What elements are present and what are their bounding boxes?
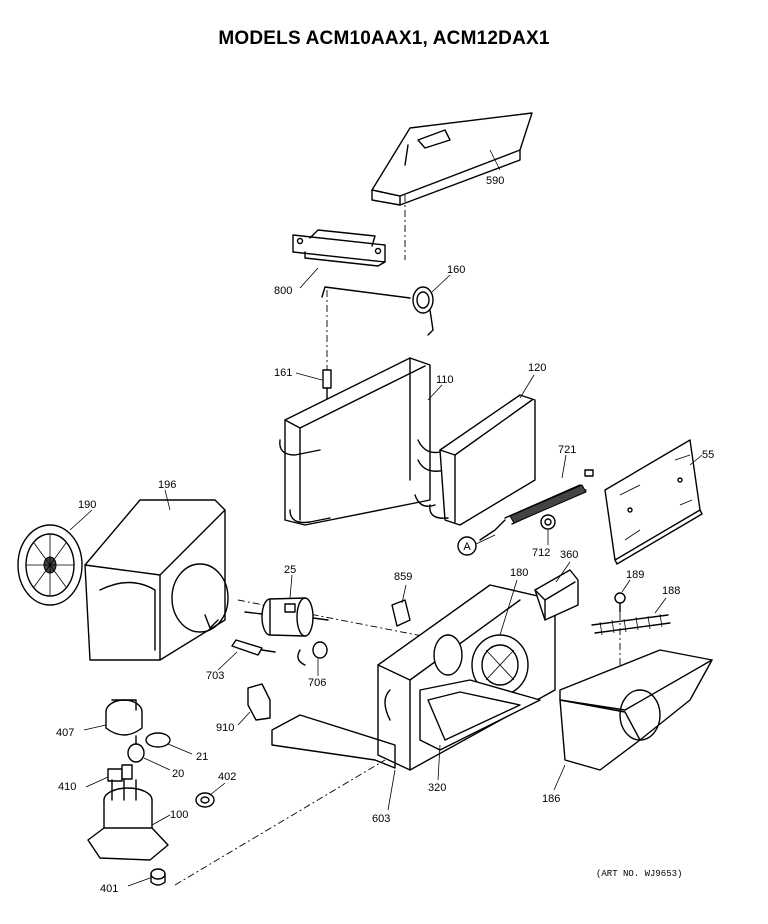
label-120: 120 (528, 362, 546, 374)
label-196: 196 (158, 479, 176, 491)
part-160-thermostat (321, 286, 434, 336)
label-910: 910 (216, 722, 234, 734)
part-55-control-panel (604, 439, 703, 565)
part-360-bracket (534, 569, 579, 621)
label-25: 25 (284, 564, 296, 576)
label-190: 190 (78, 499, 96, 511)
part-712-nut (540, 514, 556, 530)
label-100: 100 (170, 809, 188, 821)
label-859: 859 (394, 571, 412, 583)
assembly-centerlines (174, 195, 621, 886)
part-910-clip (247, 683, 271, 721)
label-401: 401 (100, 883, 118, 895)
part-110-evaporator (279, 357, 446, 526)
label-20: 20 (172, 768, 184, 780)
label-180: 180 (510, 567, 528, 579)
label-590: 590 (486, 175, 504, 187)
callout-a: A (457, 534, 496, 556)
label-320: 320 (428, 782, 446, 794)
label-188: 188 (662, 585, 680, 597)
part-590-top-rail (371, 112, 533, 206)
label-706: 706 (308, 677, 326, 689)
part-21-ring (145, 732, 171, 748)
label-603: 603 (372, 813, 390, 825)
label-410: 410 (58, 781, 76, 793)
part-196-fan-housing (84, 499, 229, 661)
label-407: 407 (56, 727, 74, 739)
part-706-bushing (297, 641, 328, 666)
part-407-knob (105, 699, 143, 736)
label-721: 721 (558, 444, 576, 456)
part-120-condenser (429, 394, 536, 526)
part-161-clip (322, 369, 332, 401)
part-859-clip (391, 599, 411, 627)
leader-lines (69, 149, 703, 887)
label-21: 21 (196, 751, 208, 763)
part-800-terminal-block (292, 229, 386, 267)
part-401-mount (150, 868, 166, 886)
callout-a-letter: A (463, 541, 471, 553)
part-190-fan-blade (17, 524, 83, 606)
part-188-fin-strip (591, 613, 671, 636)
diagram-title: MODELS ACM10AAX1, ACM12DAX1 (218, 28, 550, 49)
part-100-compressor (87, 779, 169, 861)
label-189: 189 (626, 569, 644, 581)
part-703-capacitor (231, 639, 276, 656)
label-186: 186 (542, 793, 560, 805)
part-402-grommet (195, 792, 215, 808)
part-721-heater (479, 469, 594, 541)
label-712: 712 (532, 547, 550, 559)
label-360: 360 (560, 549, 578, 561)
label-110: 110 (436, 374, 454, 386)
part-410-terminal (107, 764, 133, 782)
label-402: 402 (218, 771, 236, 783)
part-25-motor (244, 597, 329, 637)
part-labels: 590 800 160 161 110 120 721 55 712 196 1… (56, 175, 714, 895)
part-180-blower-wheel (433, 634, 529, 696)
label-800: 800 (274, 285, 292, 297)
label-161: 161 (274, 367, 292, 379)
label-703: 703 (206, 670, 224, 682)
label-160: 160 (447, 264, 465, 276)
part-20-switch (127, 735, 145, 763)
part-320-drain-pan (419, 679, 541, 751)
part-186-shroud (559, 649, 713, 771)
part-189-screw (614, 592, 626, 613)
label-55: 55 (702, 449, 714, 461)
art-number: (ART NO. WJ9653) (596, 869, 682, 879)
